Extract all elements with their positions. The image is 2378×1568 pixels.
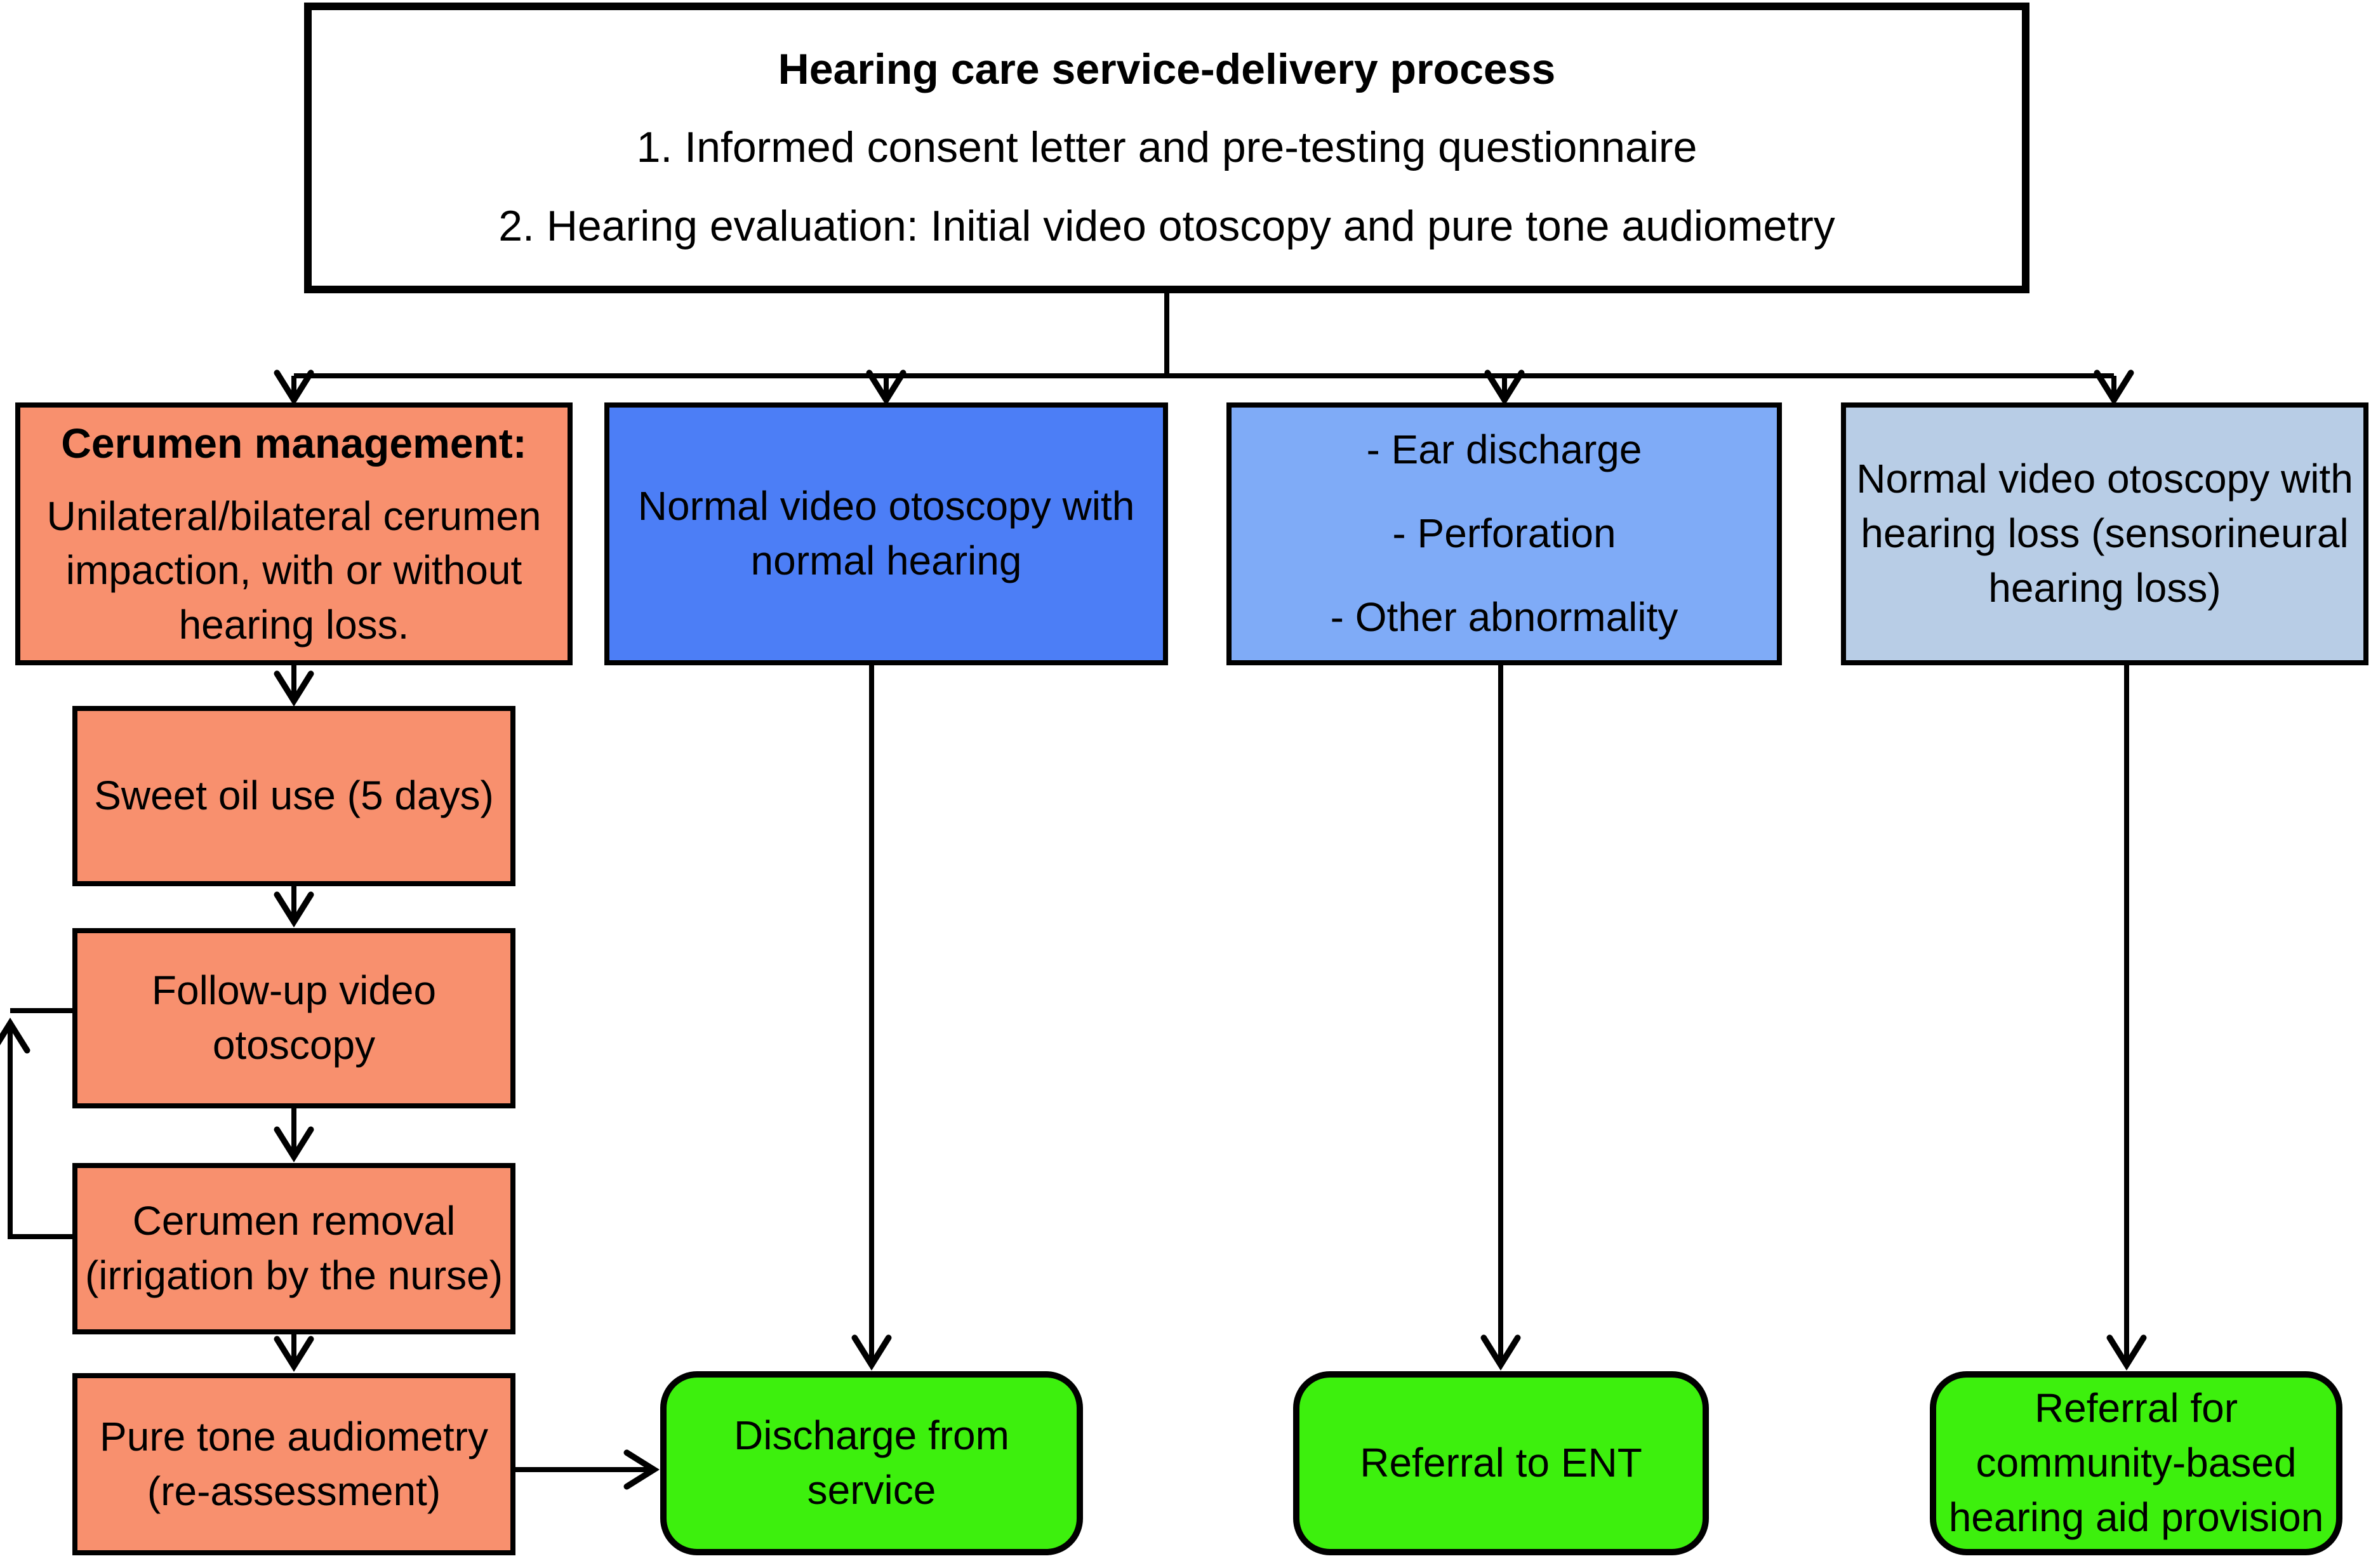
text-line: Cerumen removal — [132, 1198, 456, 1244]
text-line: Follow-up video — [151, 967, 437, 1014]
text-line: Referral for — [2034, 1385, 2238, 1432]
text-line: hearing aid provision — [1948, 1494, 2324, 1540]
process-step-2: 2. Hearing evaluation: Initial video oto… — [498, 201, 1835, 250]
text-line: Unilateral/bilateral cerumen — [46, 493, 541, 539]
step-pure-tone-audiometry: Pure tone audiometry (re-assessment) — [72, 1373, 515, 1555]
text-line: normal hearing — [750, 538, 1022, 583]
step-sweet-oil-use: Sweet oil use (5 days) — [72, 706, 515, 886]
process-step-1: 1. Informed consent letter and pre-testi… — [636, 123, 1697, 172]
process-title: Hearing care service-delivery process — [778, 44, 1556, 93]
text-line: Sweet oil use (5 days) — [94, 773, 494, 819]
text-line: hearing loss (sensorineural — [1861, 510, 2349, 557]
outcome-referral-hearing-aid: Referral for community-based hearing aid… — [1930, 1371, 2342, 1555]
text-line: hearing loss) — [1988, 564, 2221, 611]
text-line: Normal video otoscopy with — [1856, 456, 2353, 502]
cerumen-management-heading: Cerumen management: — [61, 420, 527, 467]
branch-otoscopy-abnormalities: - Ear discharge - Perforation - Other ab… — [1226, 402, 1782, 665]
text-line: - Perforation — [1392, 510, 1616, 557]
text-line: Discharge from — [734, 1412, 1009, 1459]
text-line: community-based — [1976, 1440, 2297, 1486]
text-line: service — [807, 1467, 936, 1513]
outcome-discharge-from-service: Discharge from service — [660, 1371, 1083, 1555]
text-line: - Ear discharge — [1366, 427, 1642, 473]
text-line: impaction, with or without — [65, 547, 522, 594]
text-line: (re-assessment) — [147, 1468, 441, 1514]
branch-cerumen-management: Cerumen management: Unilateral/bilateral… — [15, 402, 573, 665]
step-follow-up-video-otoscopy: Follow-up video otoscopy — [72, 928, 515, 1108]
text-line: Normal video otoscopy with — [637, 483, 1135, 529]
step-cerumen-removal: Cerumen removal (irrigation by the nurse… — [72, 1163, 515, 1334]
text-line: otoscopy — [212, 1022, 376, 1068]
text-line: (irrigation by the nurse) — [84, 1252, 503, 1298]
text-line: Pure tone audiometry — [100, 1413, 488, 1459]
branch-normal-otoscopy-normal-hearing: Normal video otoscopy with normal hearin… — [604, 402, 1168, 665]
branch-normal-otoscopy-hearing-loss: Normal video otoscopy with hearing loss … — [1841, 402, 2368, 665]
loop-cerumen-removal-to-follow-up — [0, 1017, 72, 1239]
outcome-referral-to-ent: Referral to ENT — [1293, 1371, 1709, 1555]
text-line: - Other abnormality — [1330, 594, 1678, 640]
process-header-box: Hearing care service-delivery process 1.… — [304, 3, 2029, 293]
text-line: Referral to ENT — [1360, 1440, 1642, 1486]
text-line: hearing loss. — [178, 602, 409, 648]
